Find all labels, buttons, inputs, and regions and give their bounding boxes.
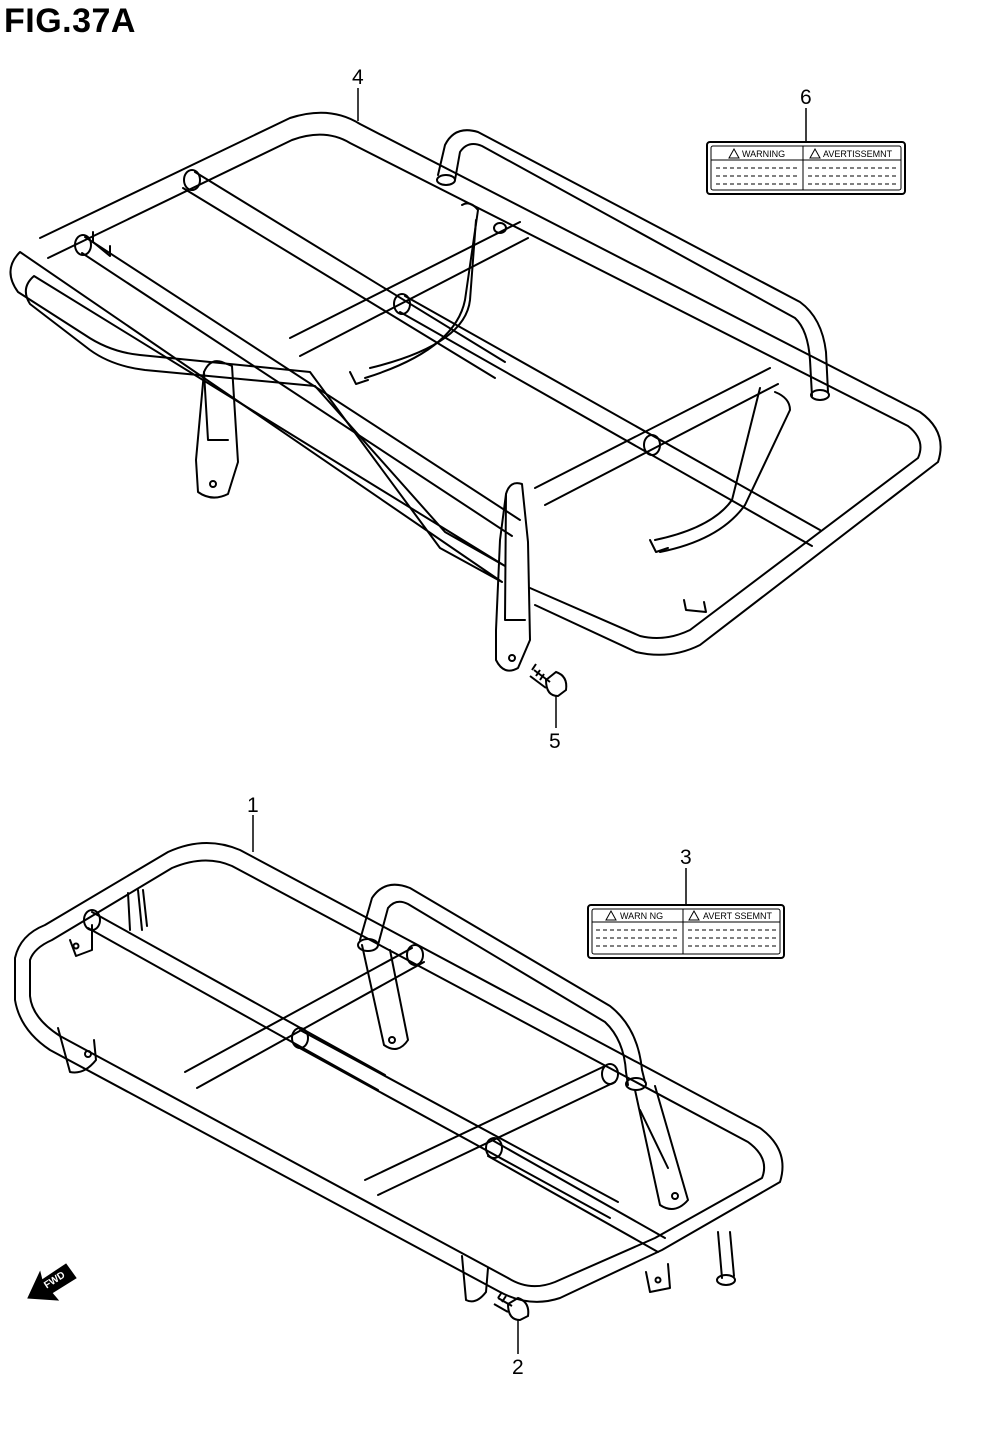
label-3-warning: WARN NG [620, 911, 663, 921]
callout-6: 6 [800, 86, 812, 109]
lower-carrier [14, 841, 784, 1303]
callout-3: 3 [680, 846, 692, 869]
label-3-avertissement: AVERT SSEMNT [703, 911, 773, 921]
callout-1: 1 [247, 794, 259, 817]
bolt-5 [529, 663, 568, 698]
callout-2: 2 [512, 1356, 524, 1379]
figure-title: FIG.37A [4, 2, 136, 40]
label-6-warning: WARNING [742, 149, 785, 159]
callout-5: 5 [549, 730, 561, 753]
upper-carrier [9, 111, 942, 672]
bolt-2 [493, 1291, 530, 1322]
label-6-avertissement: AVERTISSEMNT [823, 149, 893, 159]
fwd-arrow-icon: FWD [27, 1263, 77, 1301]
callout-4: 4 [352, 66, 364, 89]
callout-leaders [252, 88, 807, 1354]
warning-label-6: WARNING AVERTISSEMNT [706, 141, 906, 195]
warning-label-3: WARN NG AVERT SSEMNT [587, 904, 785, 959]
